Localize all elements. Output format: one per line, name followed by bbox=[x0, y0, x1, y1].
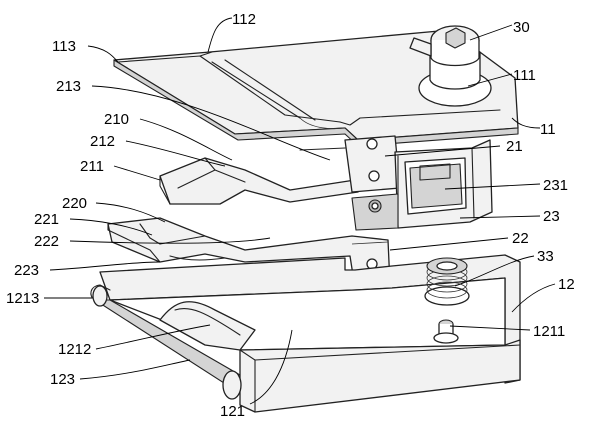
label-1211: 1211 bbox=[533, 323, 565, 340]
label-210: 210 bbox=[104, 111, 129, 128]
label-121: 121 bbox=[220, 403, 245, 420]
label-221: 221 bbox=[34, 211, 59, 228]
spring-33 bbox=[424, 257, 470, 306]
leader-lines bbox=[44, 17, 556, 405]
label-220: 220 bbox=[62, 195, 87, 212]
label-1213: 1213 bbox=[6, 290, 39, 307]
label-113: 113 bbox=[52, 38, 76, 55]
base-tray-12 bbox=[90, 254, 521, 413]
slider-box-23 bbox=[351, 139, 493, 231]
part-labels: 112 30 113 111 213 11 210 21 212 211 231… bbox=[6, 11, 575, 420]
label-11: 11 bbox=[540, 121, 556, 138]
label-22: 22 bbox=[512, 230, 529, 247]
label-33: 33 bbox=[537, 248, 554, 265]
lever-plate-21 bbox=[159, 135, 401, 205]
knob-30 bbox=[409, 25, 492, 107]
label-1212: 1212 bbox=[58, 341, 91, 358]
label-223: 223 bbox=[14, 262, 39, 279]
label-213: 213 bbox=[56, 78, 81, 95]
label-212: 212 bbox=[90, 133, 115, 150]
label-21: 21 bbox=[506, 138, 523, 155]
label-231: 231 bbox=[543, 177, 568, 194]
label-112: 112 bbox=[232, 11, 256, 28]
label-111: 111 bbox=[513, 67, 536, 84]
label-23: 23 bbox=[543, 208, 560, 225]
label-211: 211 bbox=[80, 158, 104, 175]
label-222: 222 bbox=[34, 233, 59, 250]
label-30: 30 bbox=[513, 19, 530, 36]
label-12: 12 bbox=[558, 276, 575, 293]
label-123: 123 bbox=[50, 371, 75, 388]
top-cover-plate-11 bbox=[113, 29, 519, 147]
